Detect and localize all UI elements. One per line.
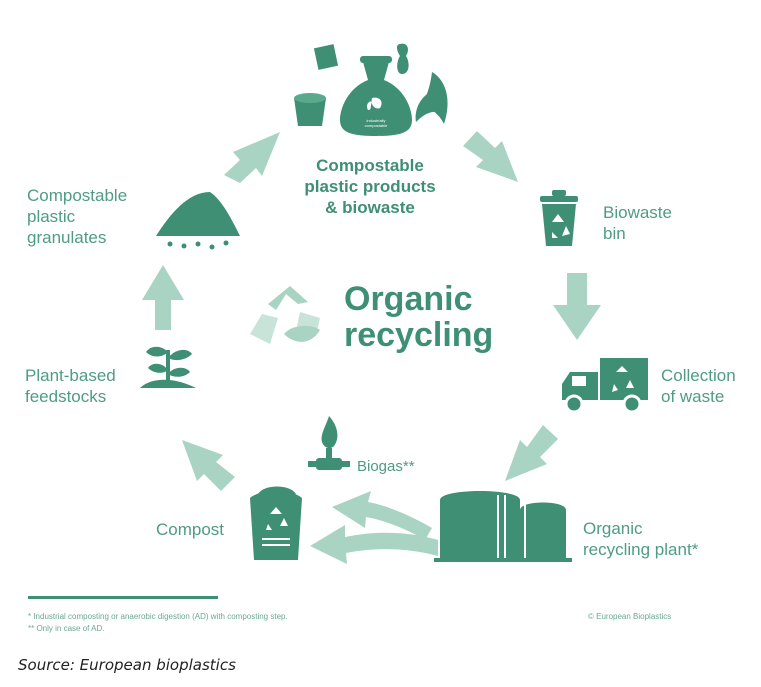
arrow-to-plant bbox=[505, 425, 558, 481]
diagram-title-line2: recycling bbox=[344, 316, 494, 354]
label-compost: Compost bbox=[156, 520, 225, 539]
label-collection: Collection of waste bbox=[661, 365, 736, 407]
label-granulates-line2: plastic bbox=[27, 207, 76, 226]
recycling-plant-icon bbox=[434, 491, 572, 562]
label-products-line1: Compostable bbox=[316, 156, 424, 175]
arrow-to-biogas bbox=[332, 491, 432, 540]
label-products-line3: & biowaste bbox=[325, 198, 415, 217]
arrow-to-feedstocks bbox=[182, 440, 235, 491]
footnote-1: * Industrial composting or anaerobic dig… bbox=[28, 612, 288, 621]
bag-label: industrially compostable bbox=[356, 118, 396, 128]
bag-label-line1: industrially bbox=[366, 118, 386, 123]
collection-truck-icon bbox=[562, 358, 648, 414]
label-collection-line1: Collection bbox=[661, 366, 736, 385]
arrow-to-collection bbox=[553, 273, 601, 340]
biogas-flame-icon bbox=[308, 416, 350, 470]
compostable-products-icon bbox=[294, 43, 448, 136]
diagram-title-line1: Organic bbox=[344, 280, 473, 318]
cycle-arrows bbox=[142, 131, 601, 564]
recycling-logo-icon bbox=[250, 286, 320, 344]
label-biowaste-bin: Biowaste bin bbox=[603, 202, 672, 244]
biowaste-bin-icon bbox=[540, 190, 578, 246]
arrow-to-granulates bbox=[142, 265, 184, 330]
label-recycling-plant: Organic recycling plant* bbox=[583, 518, 698, 560]
label-feedstocks-line2: feedstocks bbox=[25, 387, 107, 406]
label-collection-line2: of waste bbox=[661, 387, 725, 406]
granulate-pile-icon bbox=[156, 192, 240, 250]
arrow-to-compost bbox=[310, 525, 438, 564]
label-granulates-line3: granulates bbox=[27, 228, 107, 247]
label-plant-line1: Organic bbox=[583, 519, 643, 538]
seedling-icon bbox=[140, 346, 196, 388]
label-granulates-line1: Compostable bbox=[27, 186, 128, 205]
label-bin-line1: Biowaste bbox=[603, 203, 672, 222]
arrow-to-bin bbox=[463, 131, 518, 182]
label-products-line2: plastic products bbox=[304, 177, 436, 196]
arrow-to-products bbox=[224, 132, 280, 183]
copyright-note: © European Bioplastics bbox=[588, 612, 672, 621]
source-caption: Source: European bioplastics bbox=[18, 656, 236, 674]
footnote-rule bbox=[28, 596, 218, 599]
label-feedstocks-line1: Plant-based bbox=[25, 366, 116, 385]
label-biogas: Biogas** bbox=[357, 458, 415, 475]
bag-label-line2: compostable bbox=[364, 123, 388, 128]
label-granulates: Compostable plastic granulates bbox=[27, 185, 127, 248]
footnote-2: ** Only in case of AD. bbox=[28, 624, 105, 633]
label-feedstocks: Plant-based feedstocks bbox=[25, 365, 116, 407]
label-plant-line2: recycling plant* bbox=[583, 540, 699, 559]
compost-sack-icon bbox=[250, 486, 302, 560]
label-compostable-products: Compostable plastic products & biowaste bbox=[290, 155, 450, 218]
label-bin-line2: bin bbox=[603, 224, 626, 243]
